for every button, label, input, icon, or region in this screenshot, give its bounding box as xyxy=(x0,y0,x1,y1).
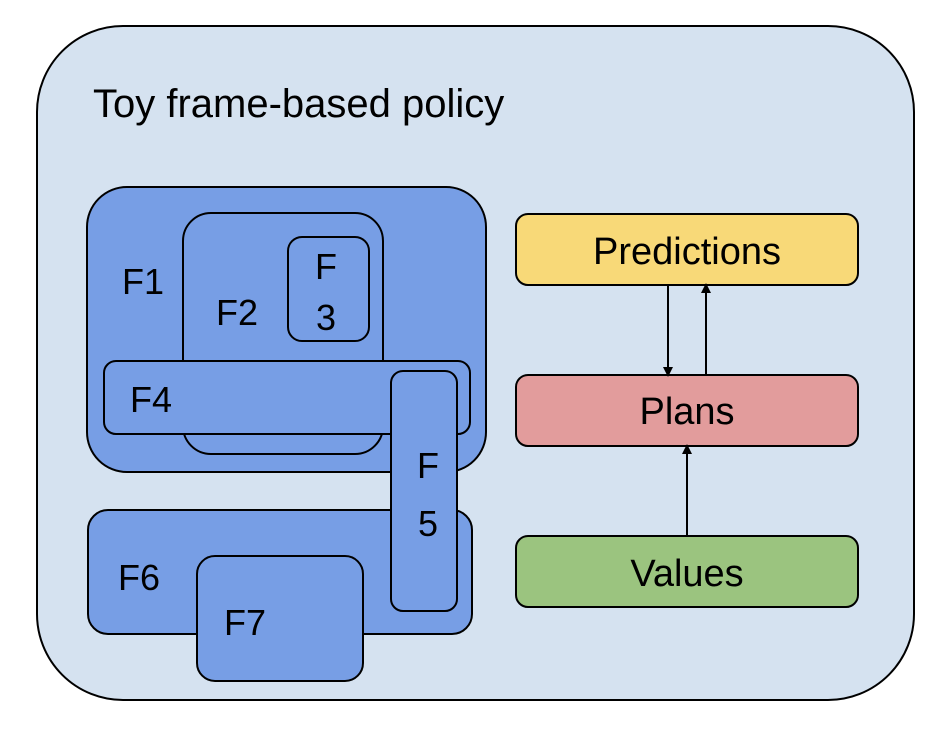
frame-f3-label-line1: F xyxy=(315,246,337,287)
predictions-box xyxy=(515,213,859,286)
frame-f5 xyxy=(390,370,458,612)
frame-f4-label: F4 xyxy=(130,379,172,420)
frame-f4 xyxy=(103,360,471,435)
predictions-label: Predictions xyxy=(593,231,781,273)
frame-f2-label: F2 xyxy=(216,292,258,333)
values-box xyxy=(515,535,859,608)
frame-f7 xyxy=(196,555,364,682)
frame-f3 xyxy=(287,236,370,342)
frame-f1-label: F1 xyxy=(122,261,164,302)
frame-f5-label-line1: F xyxy=(417,445,439,486)
frame-f7-label: F7 xyxy=(224,602,266,643)
frame-f3-label-line2: 3 xyxy=(316,297,336,338)
frame-f5-label-line2: 5 xyxy=(418,503,438,544)
values-label: Values xyxy=(630,553,743,595)
frame-f6-label: F6 xyxy=(118,557,160,598)
diagram-title: Toy frame-based policy xyxy=(93,82,504,126)
plans-label: Plans xyxy=(639,391,734,433)
